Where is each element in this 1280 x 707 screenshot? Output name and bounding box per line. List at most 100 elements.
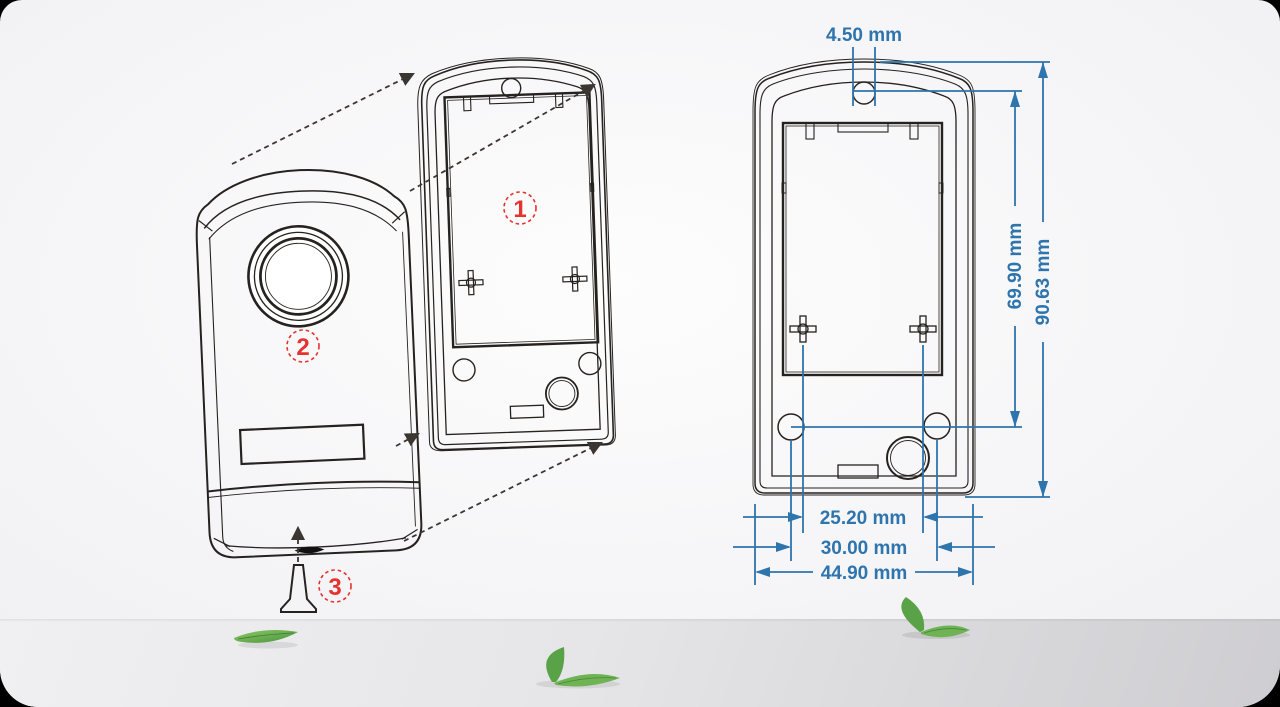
dim-bottom-hole-spacing: 30.00 mm (821, 538, 908, 559)
camera-lens-ring2 (253, 231, 344, 321)
exploded-view: 1 2 (195, 57, 616, 613)
dim-top-hole-diameter: 4.50 mm (826, 25, 902, 46)
side-tab-right (590, 182, 595, 192)
camera-lens-outer (247, 225, 350, 328)
assembly-arrows (231, 73, 603, 562)
top-notch-left (462, 95, 472, 112)
panel-bottom-facet-left (213, 537, 231, 548)
bottom-notch (837, 464, 879, 479)
screw (280, 564, 317, 613)
floor-wall-edge (0, 619, 1280, 622)
arrow-2520-right (923, 512, 938, 522)
top-tab (488, 93, 535, 105)
callout-3: 3 (318, 569, 352, 603)
arrow-span-down (1010, 411, 1020, 427)
arrow-4490-left (755, 567, 770, 577)
bottom-hole-right (923, 412, 951, 440)
side-tab-left (781, 182, 787, 194)
plate-recess (434, 77, 601, 436)
arrow-span-up (1010, 91, 1020, 107)
cable-hole-inner (548, 380, 576, 407)
panel-face-top-arc (208, 201, 397, 240)
camera-lens-ring4 (264, 242, 332, 310)
plate-inner-rim (759, 68, 969, 489)
assembly-arrow-bottom-left (395, 432, 420, 447)
callout-1-circle (503, 191, 537, 225)
arrow-height-down (1038, 481, 1048, 497)
leaf-icon-flat (554, 674, 620, 687)
leaf-icon-upright (901, 597, 925, 632)
arrow-4490-right (958, 567, 973, 577)
assembly-arrow-top-left (231, 73, 415, 165)
leaf-vein (557, 677, 617, 685)
callout-2-circle (286, 329, 320, 363)
dim-cross-slot-spacing: 25.20 mm (820, 508, 907, 529)
top-notch-right (554, 92, 564, 109)
dimension-view: 4.50 mm 69.90 mm 90.63 mm 25.20 mm 30.00… (733, 25, 1054, 585)
bottom-hole-left (452, 358, 476, 382)
panel-seam-line (207, 480, 420, 493)
plate-front-view (752, 58, 976, 496)
side-tab-right (938, 182, 944, 194)
front-panel-3d (195, 168, 423, 559)
arrow-3000-right (937, 542, 952, 552)
plate-outline (754, 61, 974, 494)
panel-bottom-facet-right (401, 528, 418, 540)
arrow-height-up (1038, 62, 1048, 78)
cable-hole-outer (544, 376, 579, 411)
battery-compartment (781, 121, 944, 377)
top-tab (837, 122, 889, 133)
plate-outer-rim (752, 58, 976, 496)
leaf-vein (923, 628, 967, 634)
cable-hole-inner (890, 440, 926, 476)
panel-seam-line-2 (207, 487, 420, 498)
leaf-vein (237, 632, 295, 640)
leaf-decoration-2 (536, 647, 620, 689)
arrow-3000-left (776, 542, 791, 552)
callout-2: 2 (286, 329, 320, 363)
dim-overall-width: 44.90 mm (821, 563, 908, 584)
top-screw-hole (852, 81, 876, 105)
assembly-arrow-top-right (409, 83, 596, 192)
battery-compartment-inner (447, 95, 596, 345)
dim-hole-span: 69.90 mm (1005, 223, 1026, 310)
arrow-2520-left (788, 512, 803, 522)
cross-slot-left (458, 269, 484, 296)
bottom-screw-slot (294, 546, 325, 554)
plate-top-screw-hole (501, 77, 522, 99)
floor-background (0, 619, 1280, 707)
callout-2-number: 2 (296, 334, 309, 361)
leaf-icon-flat (921, 625, 970, 638)
leaf-decoration-3 (901, 597, 970, 639)
callout-1: 1 (503, 191, 537, 225)
leaf-shadow (238, 641, 298, 649)
name-plate (238, 423, 366, 466)
cross-slot-right (562, 266, 588, 292)
dimension-arrowheads (755, 62, 1048, 577)
plate-inner-rim (426, 66, 609, 446)
panel-side-right-line (402, 231, 416, 527)
panel-side-left-line (209, 237, 234, 552)
panel-facet-left (198, 220, 213, 232)
bottom-hole-right (578, 351, 602, 376)
panel-facet-right (391, 211, 406, 224)
plate-outline (420, 59, 615, 451)
cross-slot-right (909, 315, 937, 343)
panel-top-band-arc (203, 190, 401, 229)
assembly-arrow-bottom-right (403, 442, 603, 542)
callout-3-circle (318, 569, 352, 603)
mounting-plate-3d (417, 57, 616, 452)
dim-overall-height: 90.63 mm (1033, 239, 1054, 326)
dimension-lines (733, 47, 1050, 585)
leaf-icon (234, 630, 298, 643)
bottom-notch (509, 404, 545, 419)
cable-hole-outer (886, 436, 930, 480)
side-tab-left (446, 187, 451, 197)
leaf-icon-upright (546, 647, 565, 682)
plate-outer-rim (417, 57, 616, 452)
callout-1-number: 1 (513, 196, 526, 223)
panel-outline (195, 168, 423, 559)
panel-bottom-bevel-arc (226, 537, 407, 549)
